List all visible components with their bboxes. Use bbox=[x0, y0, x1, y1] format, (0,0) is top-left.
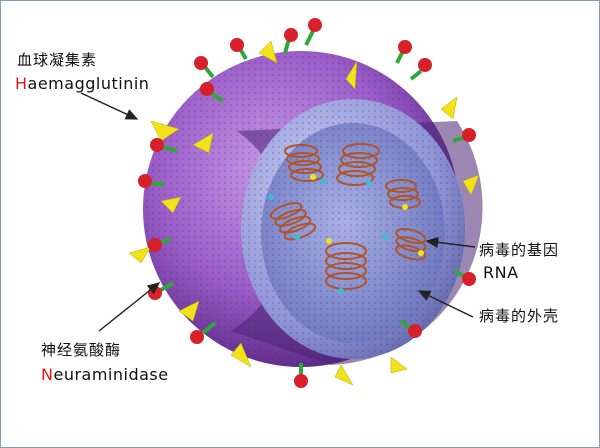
spike-icon bbox=[462, 174, 480, 196]
spike-with-tip bbox=[150, 138, 178, 153]
spike-with-tip bbox=[453, 269, 476, 286]
spike-icon bbox=[178, 300, 200, 322]
viral-shell-cn-label: 病毒的外壳 bbox=[479, 307, 560, 325]
arrow-icon bbox=[98, 282, 161, 332]
spike-with-tip bbox=[200, 82, 225, 103]
spike-with-tip bbox=[304, 18, 322, 46]
spike-icon bbox=[192, 132, 214, 154]
haemagglutinin-rest: aemagglutinin bbox=[27, 74, 150, 93]
viral-core bbox=[261, 123, 445, 343]
arrow-icon bbox=[425, 236, 476, 248]
spike-icon bbox=[160, 196, 182, 214]
rna-segments bbox=[269, 143, 427, 290]
spike-with-tip bbox=[399, 319, 422, 338]
neuraminidase-en-label: Neuraminidase bbox=[41, 365, 169, 384]
yellow-spikes bbox=[128, 40, 480, 386]
rna-coil bbox=[395, 228, 427, 261]
spike-icon bbox=[128, 246, 152, 264]
spike-icon bbox=[334, 364, 354, 386]
spike-with-tip bbox=[409, 58, 432, 81]
haemagglutinin-cn-label: 血球凝集素 bbox=[17, 51, 98, 69]
rna-coil bbox=[269, 202, 317, 241]
spike-with-tip bbox=[452, 128, 476, 143]
viral-genes-cn-label: 病毒的基因 bbox=[479, 241, 560, 259]
haemagglutinin-en-label: Haemagglutinin bbox=[15, 74, 149, 93]
neuraminidase-rest: euraminidase bbox=[53, 365, 169, 384]
spike-with-tip bbox=[294, 363, 308, 388]
leader-arrows bbox=[80, 92, 476, 332]
spike-with-tip bbox=[194, 56, 215, 79]
spike-with-tip bbox=[190, 321, 217, 344]
arrow-icon bbox=[80, 92, 139, 120]
neuraminidase-initial: N bbox=[41, 365, 54, 384]
spike-with-tip bbox=[283, 28, 298, 54]
spike-icon bbox=[440, 96, 458, 120]
rna-proteins bbox=[268, 174, 424, 294]
spike-icon bbox=[345, 60, 358, 90]
spike-with-tip bbox=[148, 237, 172, 252]
neuraminidase-cn-label: 神经氨酸酶 bbox=[41, 341, 122, 359]
haemagglutinin-initial: H bbox=[15, 74, 28, 93]
spike-icon bbox=[258, 40, 278, 64]
red-tipped-spikes bbox=[138, 18, 476, 388]
spike-with-tip bbox=[230, 38, 248, 61]
spike-with-tip bbox=[138, 174, 166, 188]
spike-icon bbox=[150, 120, 180, 142]
spike-icon bbox=[230, 342, 252, 368]
rna-coil bbox=[284, 144, 324, 182]
rna-coil bbox=[336, 143, 380, 186]
viral-genes-en-label: RNA bbox=[483, 263, 519, 282]
spike-icon bbox=[390, 356, 408, 374]
arrow-icon bbox=[417, 290, 474, 318]
rna-coil bbox=[325, 242, 367, 290]
spike-with-tip bbox=[395, 40, 412, 64]
